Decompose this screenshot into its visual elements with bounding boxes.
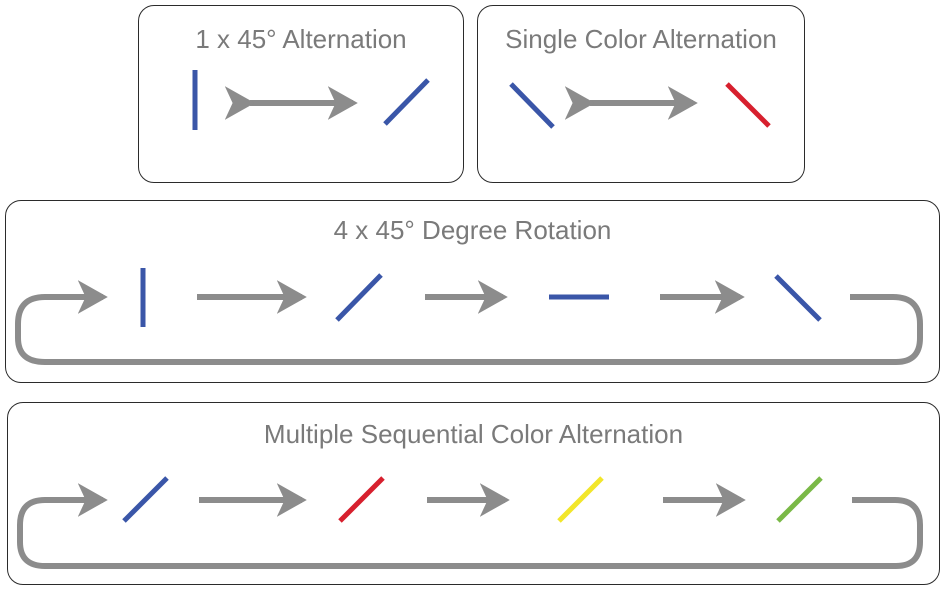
panel-title: 1 x 45° Alternation bbox=[195, 24, 407, 54]
bar-diagonal-blue bbox=[774, 274, 822, 322]
bar-diagonal-yellow bbox=[557, 476, 604, 523]
bar-diagonal-blue bbox=[383, 78, 430, 126]
panel-title: 4 x 45° Degree Rotation bbox=[333, 215, 612, 245]
bar-diagonal-blue bbox=[509, 82, 555, 129]
panel-rotation: 4 x 45° Degree Rotation bbox=[5, 200, 940, 383]
panel-sequential-color-alternation: Multiple Sequential Color Alternation bbox=[7, 402, 940, 585]
panel-alternation-45: 1 x 45° Alternation bbox=[138, 5, 464, 183]
bar-diagonal-red bbox=[338, 476, 385, 523]
loop-arrow bbox=[17, 483, 923, 569]
bar-diagonal-blue bbox=[122, 476, 169, 523]
bar-diagonal-red bbox=[725, 82, 771, 128]
panel-title: Single Color Alternation bbox=[505, 24, 777, 54]
panel-title: Multiple Sequential Color Alternation bbox=[263, 419, 684, 449]
bar-diagonal-green bbox=[776, 476, 823, 523]
loop-arrow bbox=[15, 280, 923, 365]
bar-diagonal-blue bbox=[335, 273, 383, 322]
